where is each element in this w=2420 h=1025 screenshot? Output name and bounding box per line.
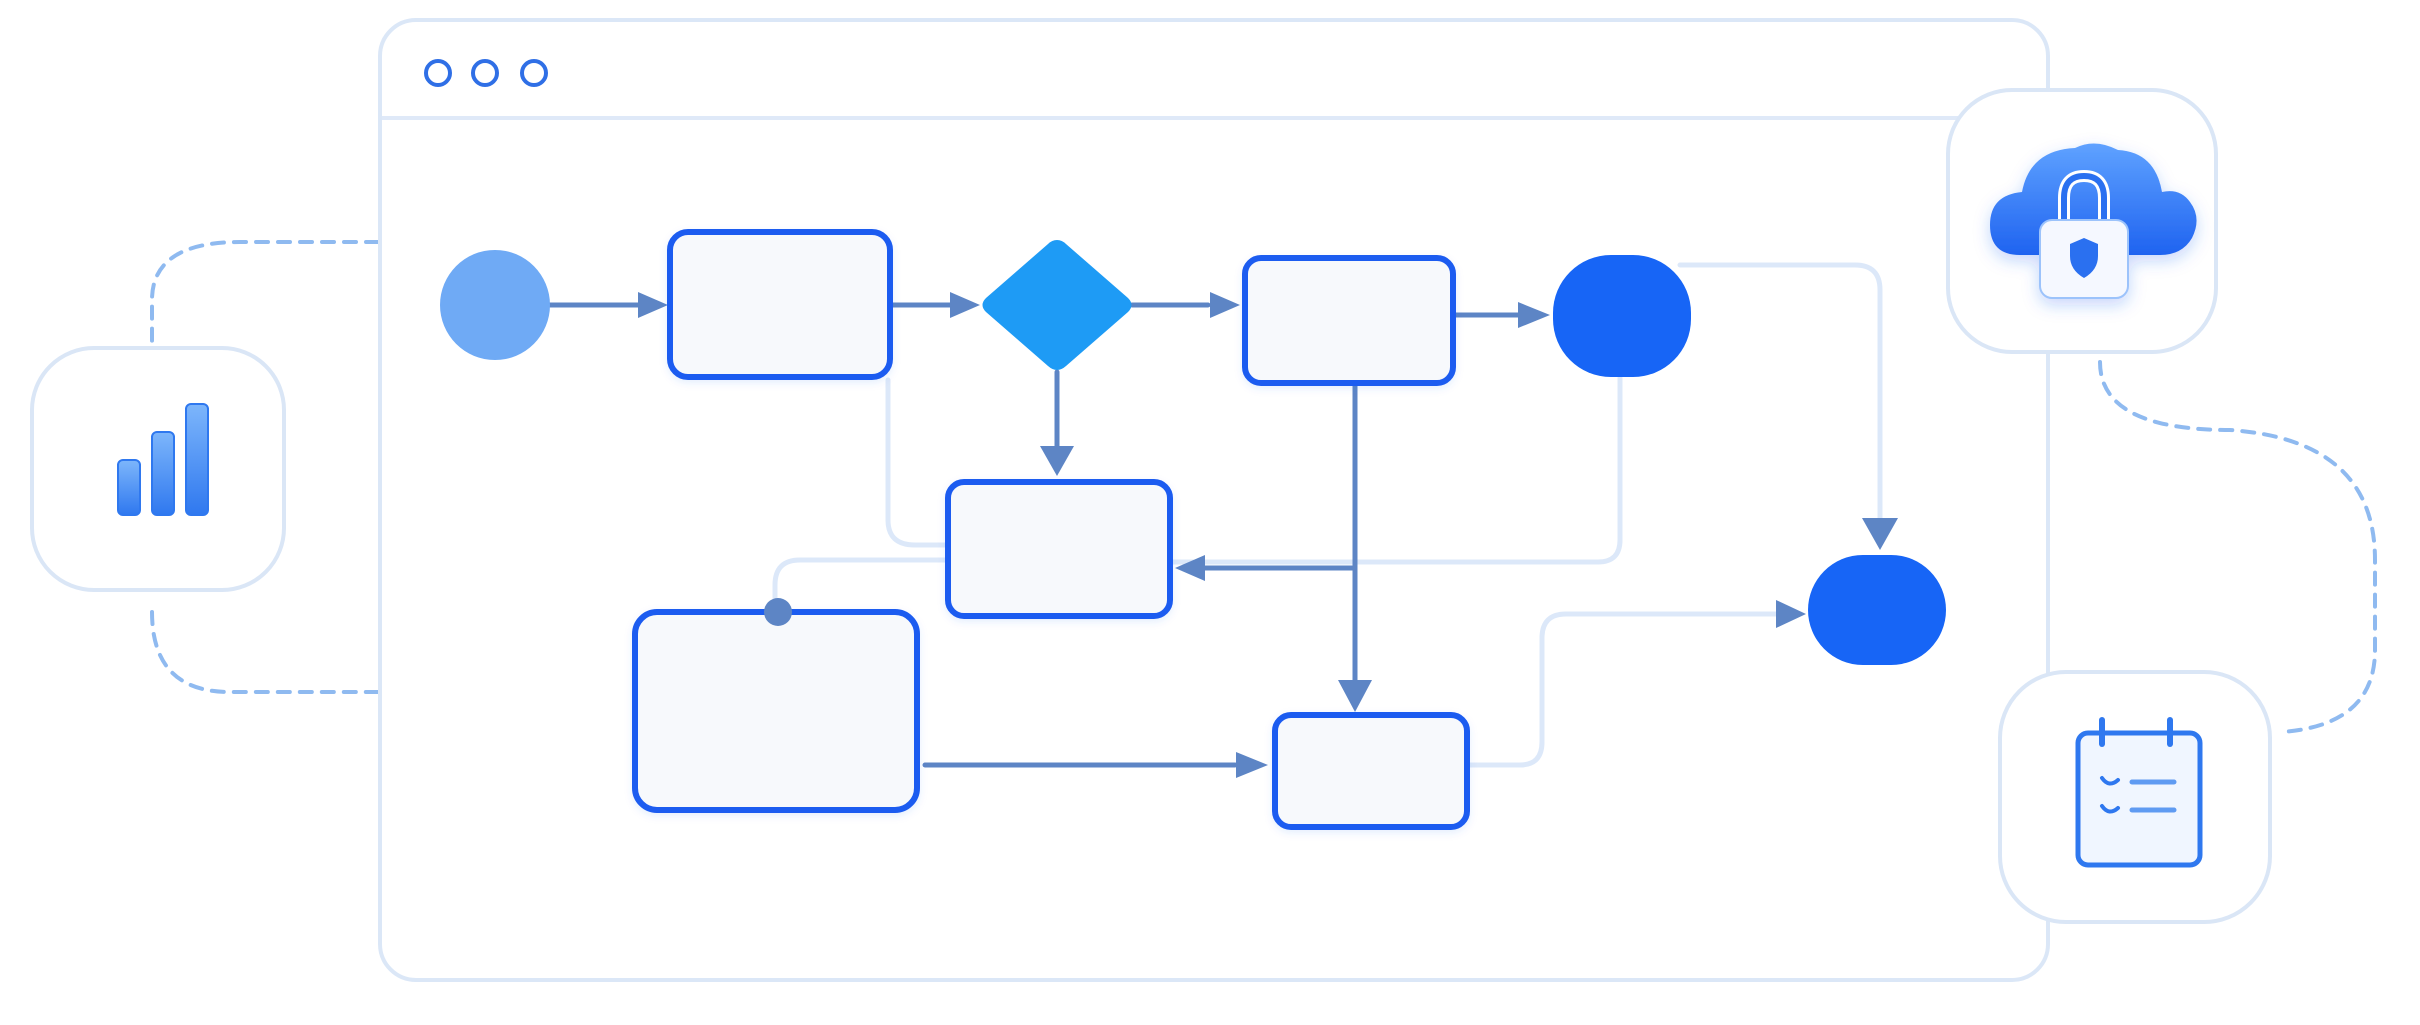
diagram-nodes bbox=[440, 229, 1946, 830]
edge-process3-to-process4 bbox=[772, 557, 951, 601]
cloud-lock-icon bbox=[1990, 143, 2197, 299]
secondary-edges bbox=[772, 262, 1883, 768]
arrowhead-terminal1 bbox=[1518, 302, 1550, 328]
dashed-connector-analytics-bottom bbox=[150, 610, 380, 694]
shield-icon bbox=[2070, 238, 2098, 278]
dashed-connectors bbox=[150, 240, 2377, 734]
arrowheads bbox=[638, 292, 1898, 778]
process-node-5[interactable] bbox=[1272, 712, 1470, 830]
arrowhead-process5-down bbox=[1338, 680, 1372, 712]
arrowhead-process3-left bbox=[1175, 555, 1205, 581]
analytics-tile[interactable] bbox=[30, 346, 286, 592]
calendar-checklist-icon bbox=[2075, 717, 2203, 868]
bar-chart-icon bbox=[117, 403, 209, 516]
arrowhead-process2 bbox=[1210, 292, 1240, 318]
edge-terminal1-to-terminal2 bbox=[1677, 262, 1883, 533]
dashed-connector-analytics-top bbox=[150, 240, 380, 347]
arrowhead-terminal2-down bbox=[1862, 518, 1898, 550]
bar-chart-bar-2 bbox=[151, 431, 175, 516]
browser-window bbox=[378, 18, 2050, 982]
process-node-3[interactable] bbox=[945, 479, 1173, 619]
edge-terminal1-to-process3 bbox=[1167, 375, 1623, 565]
calendar-checklist-tile[interactable] bbox=[1998, 670, 2272, 924]
window-controls bbox=[424, 59, 548, 87]
check-mark-2 bbox=[2100, 804, 2120, 814]
process-node-4[interactable] bbox=[632, 609, 920, 813]
connection-port[interactable] bbox=[764, 598, 792, 626]
cloud-security-tile[interactable] bbox=[1946, 88, 2218, 354]
edge-process5-to-terminal2 bbox=[1467, 611, 1803, 768]
control-dot-2[interactable] bbox=[471, 59, 499, 87]
control-dot-1[interactable] bbox=[424, 59, 452, 87]
dashed-connector-cloud-calendar bbox=[2098, 360, 2377, 734]
arrowhead-decision bbox=[950, 292, 980, 318]
process-node-1[interactable] bbox=[667, 229, 893, 380]
arrowhead-terminal2-left bbox=[1776, 600, 1806, 628]
calendar-body bbox=[2075, 730, 2203, 868]
decision-node[interactable] bbox=[982, 240, 1132, 370]
start-node[interactable] bbox=[440, 250, 550, 360]
check-mark-1 bbox=[2100, 776, 2120, 786]
terminal-node-1[interactable] bbox=[1553, 255, 1691, 377]
bar-chart-bar-1 bbox=[117, 459, 141, 516]
window-frame bbox=[378, 18, 2050, 982]
terminal-node-2[interactable] bbox=[1808, 555, 1946, 665]
lock-shackle-inner bbox=[2061, 172, 2107, 225]
edge-process1-to-process3 bbox=[885, 377, 951, 548]
primary-edges bbox=[547, 302, 1793, 768]
bar-chart-bar-3 bbox=[185, 403, 209, 516]
control-dot-3[interactable] bbox=[520, 59, 548, 87]
process-node-2[interactable] bbox=[1242, 255, 1456, 386]
arrowhead-process1 bbox=[638, 292, 668, 318]
arrowhead-process3-down bbox=[1040, 446, 1074, 476]
arrowhead-process5-left bbox=[1236, 752, 1268, 778]
